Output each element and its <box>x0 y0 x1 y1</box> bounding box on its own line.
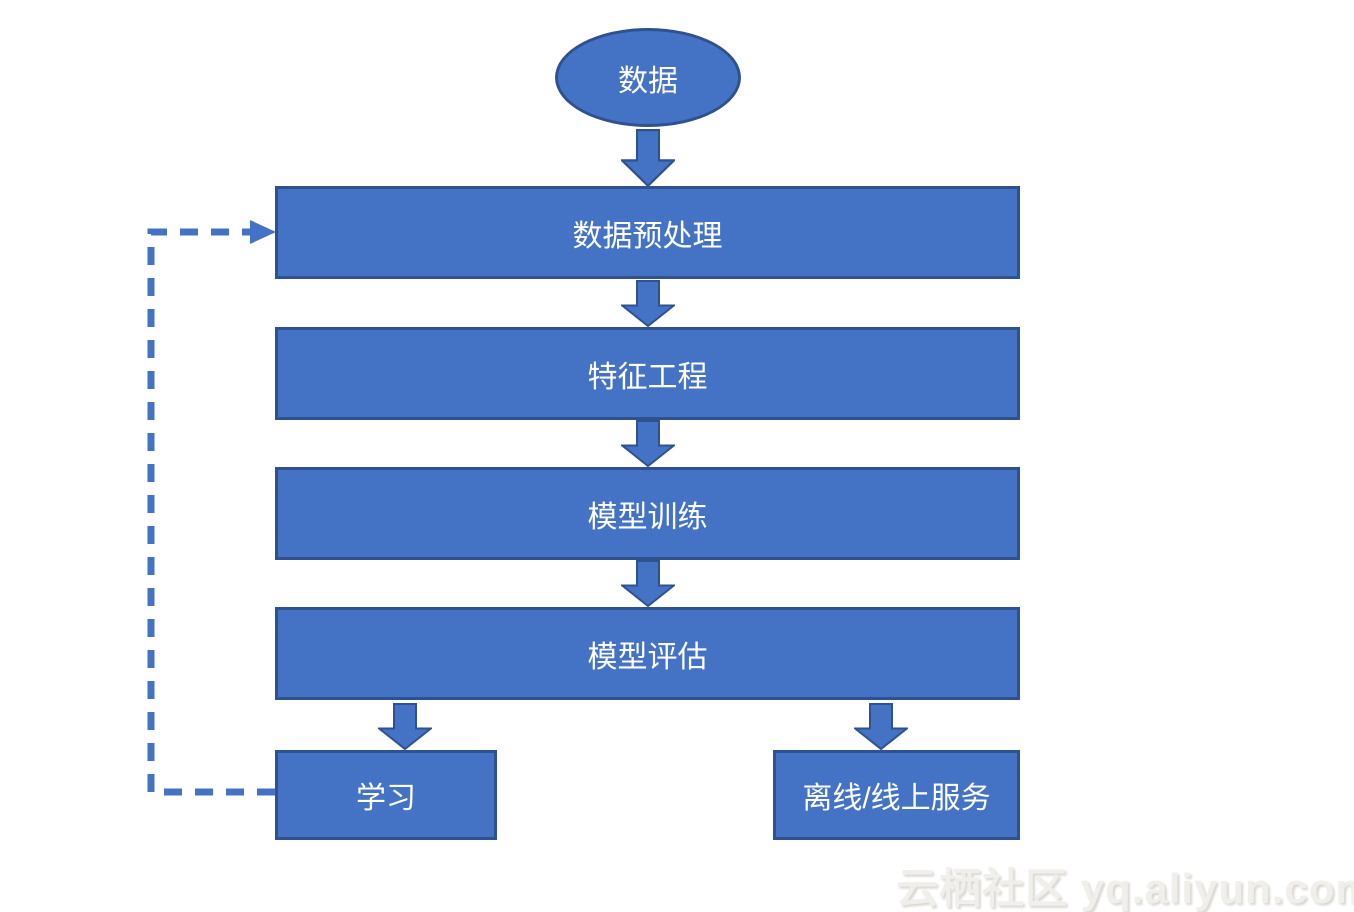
node-step-preprocessing: 数据预处理 <box>275 186 1020 279</box>
feedback-dashed-path <box>147 228 275 796</box>
node-label: 学习 <box>356 782 416 815</box>
node-label: 特征工程 <box>587 360 708 394</box>
node-step-feature-engineering: 特征工程 <box>275 327 1020 420</box>
node-label: 离线/线上服务 <box>802 782 991 815</box>
node-label: 模型评估 <box>587 640 708 674</box>
node-output-serving: 离线/线上服务 <box>773 750 1020 840</box>
node-label: 模型训练 <box>587 500 708 534</box>
node-output-learning: 学习 <box>275 750 497 840</box>
feedback-dashed-arrow <box>147 220 276 796</box>
node-start-data: 数据 <box>555 28 741 127</box>
down-arrow-icon <box>621 280 675 327</box>
down-arrow-icon <box>378 703 432 750</box>
node-label: 数据预处理 <box>572 219 723 253</box>
down-arrow-icon <box>854 703 908 750</box>
watermark-text: 云栖社区 yq.aliyun.com <box>896 865 1354 912</box>
node-label: 数据 <box>618 64 678 98</box>
node-step-model-evaluation: 模型评估 <box>275 607 1020 700</box>
feedback-arrowhead-icon <box>250 220 276 244</box>
down-arrow-icon <box>621 129 675 187</box>
node-step-model-training: 模型训练 <box>275 467 1020 560</box>
down-arrow-icon <box>621 420 675 467</box>
down-arrow-icon <box>621 560 675 607</box>
